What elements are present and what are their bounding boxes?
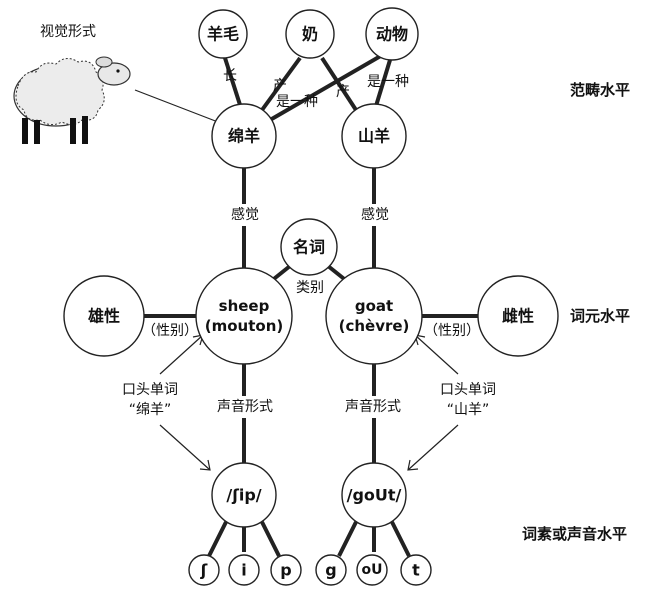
phoneme-node-ou: oU xyxy=(356,554,388,586)
spoken-word-left-line1: 口头单词 xyxy=(122,382,178,398)
gender-label-right: （性别） xyxy=(424,323,480,339)
level-label-category: 范畴水平 xyxy=(570,81,630,99)
phoneme-i-text: i xyxy=(241,561,246,580)
node-noun-text: 名词 xyxy=(293,238,325,257)
level-label-lexeme: 词素或声音水平 xyxy=(522,525,627,543)
visual-form-label: 视觉形式 xyxy=(40,24,96,40)
network-edges xyxy=(134,52,480,557)
phoneme-sh-text: ʃ xyxy=(200,561,208,580)
sense-label-right: 感觉 xyxy=(361,206,389,223)
relation-is-a-right: 是一种 xyxy=(367,74,409,90)
node-sheep-lexeme: /ʃip/ xyxy=(211,462,277,528)
node-female-text: 雌性 xyxy=(502,307,534,326)
edge-animal-goat xyxy=(374,59,392,107)
node-goat-lemma-french: (chèvre) xyxy=(339,317,410,335)
phoneme-node-t: t xyxy=(400,554,432,586)
sound-form-label-right: 声音形式 xyxy=(345,398,401,415)
node-wool: 羊毛 xyxy=(198,9,248,59)
edge-milk-goat xyxy=(320,56,358,112)
node-sheep-lemma-word: sheep xyxy=(219,297,270,315)
relation-is-a-left: 是一种 xyxy=(276,94,318,110)
edge-lexeme-p xyxy=(260,521,281,557)
phoneme-node-i: i xyxy=(228,554,260,586)
phoneme-g-text: g xyxy=(325,561,336,580)
node-sheep-concept-text: 绵羊 xyxy=(228,127,260,146)
relation-produces-right: 产 xyxy=(336,84,350,100)
node-goat-concept-text: 山羊 xyxy=(358,127,390,146)
node-sheep-lemma-french: (mouton) xyxy=(205,317,283,335)
node-milk: 奶 xyxy=(285,9,335,59)
node-animal-text: 动物 xyxy=(376,25,408,44)
node-milk-text: 奶 xyxy=(302,25,318,44)
relation-has: 长 xyxy=(223,68,237,84)
spoken-word-arrows xyxy=(159,334,459,471)
relation-produces-left: 产 xyxy=(273,78,287,94)
node-male-text: 雄性 xyxy=(87,307,120,326)
node-wool-text: 羊毛 xyxy=(207,25,239,44)
spoken-word-right-line1: 口头单词 xyxy=(440,382,496,398)
visual-form-link xyxy=(134,89,219,123)
edge-milk-sheep xyxy=(260,56,302,112)
node-goat-lemma: goat (chèvre) xyxy=(325,267,423,365)
node-goat-lexeme: /goUt/ xyxy=(341,462,407,528)
phoneme-node-g: g xyxy=(315,554,347,586)
node-female: 雌性 xyxy=(477,275,559,357)
edge-lexeme-g xyxy=(337,521,358,557)
node-goat-concept: 山羊 xyxy=(341,103,407,169)
edge-animal-sheep xyxy=(268,52,386,122)
phoneme-ou-text: oU xyxy=(362,562,383,578)
level-label-lemma: 词元水平 xyxy=(570,307,630,325)
node-sheep-lexeme-text: /ʃip/ xyxy=(226,486,261,505)
node-sheep-concept: 绵羊 xyxy=(211,103,277,169)
sound-form-label-left: 声音形式 xyxy=(217,398,273,415)
syntactic-category-label: 类别 xyxy=(296,280,324,296)
spoken-word-left-line2: “绵羊” xyxy=(129,401,172,418)
gender-label-left: （性别） xyxy=(142,323,198,339)
sense-label-left: 感觉 xyxy=(231,206,259,223)
phoneme-t-text: t xyxy=(412,561,420,580)
sheep-illustration xyxy=(13,56,131,144)
node-animal: 动物 xyxy=(365,7,419,61)
node-goat-lemma-word: goat xyxy=(355,297,393,315)
phoneme-p-text: p xyxy=(280,561,291,580)
phoneme-node-p: p xyxy=(270,554,302,586)
node-male: 雄性 xyxy=(63,275,145,357)
edge-wool-sheep xyxy=(223,57,243,109)
edge-lexeme-t xyxy=(390,521,411,557)
node-noun: 名词 xyxy=(280,218,338,276)
node-goat-lexeme-text: /goUt/ xyxy=(347,486,402,505)
node-sheep-lemma: sheep (mouton) xyxy=(195,267,293,365)
edge-lexeme-sh xyxy=(207,521,228,557)
phoneme-node-sh: ʃ xyxy=(188,554,220,586)
spoken-word-right-line2: “山羊” xyxy=(447,402,490,418)
